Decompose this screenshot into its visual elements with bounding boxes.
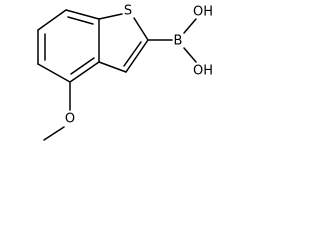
bond-c7a-c7 <box>65 9 100 20</box>
boronic-acid-group <box>147 18 197 63</box>
double-bond-c4-c3a <box>70 57 95 75</box>
bond-b-oh-bottom <box>183 47 197 63</box>
thiophene-ring <box>98 13 149 73</box>
bond-o-ch3 <box>43 126 65 141</box>
bond-b-oh-top <box>183 18 197 34</box>
double-bond-c7a-c7 <box>67 16 94 25</box>
double-bond-c2-c3 <box>123 41 142 67</box>
bond-c7a-s <box>98 13 123 20</box>
bond-c5-c4 <box>37 63 71 83</box>
ether-oxygen-label: O <box>65 112 75 127</box>
bond-c2-c3 <box>125 39 149 73</box>
chemical-structure-diagram: S B OH OH O <box>37 4 212 141</box>
hydroxyl-bottom-label: OH <box>193 64 212 79</box>
bond-s-c2 <box>133 17 149 41</box>
boron-atom-label: B <box>174 34 183 49</box>
benzene-ring <box>37 9 100 83</box>
bond-c4-c3a <box>69 61 100 83</box>
sulfur-atom-label: S <box>124 4 132 19</box>
bond-c3-c3a <box>98 61 127 73</box>
bond-c7-c6 <box>37 9 67 31</box>
methoxy-group <box>43 81 71 141</box>
hydroxyl-top-label: OH <box>193 5 212 20</box>
